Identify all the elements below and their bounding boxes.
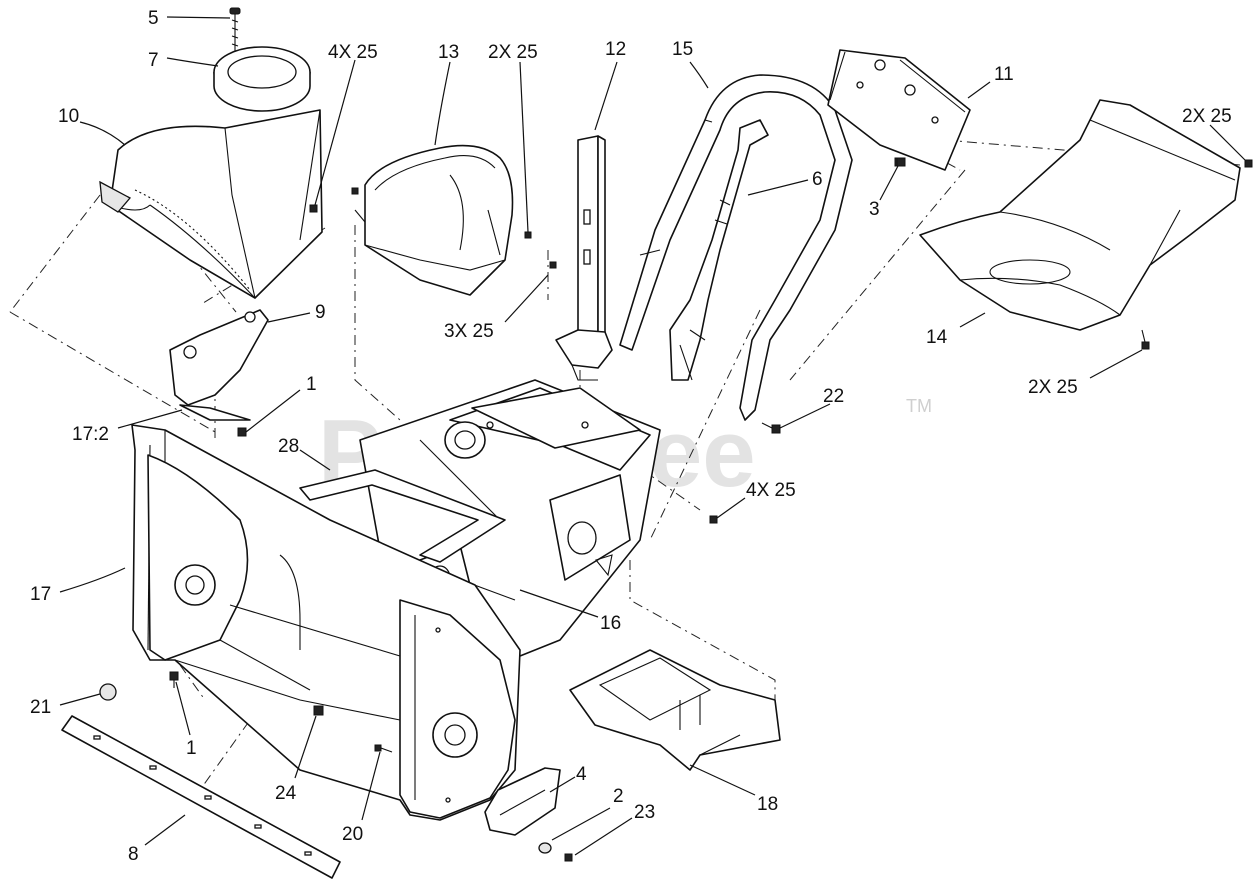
callout-17: 17 <box>30 584 51 605</box>
callout-16: 16 <box>600 613 621 634</box>
part-10-chute <box>99 109 323 299</box>
part-17-housing <box>131 424 521 821</box>
part-6-lever <box>669 119 769 381</box>
callout-14: 14 <box>926 327 948 348</box>
watermark-trademark: TM <box>906 396 932 416</box>
callout-3x25: 3X 25 <box>444 321 494 342</box>
callout-12: 12 <box>605 39 626 60</box>
callout-4x25-top: 4X 25 <box>328 42 378 63</box>
hardware-fasteners <box>99 157 1253 862</box>
callout-22: 22 <box>823 386 844 407</box>
callout-21: 21 <box>30 697 51 718</box>
part-12-tube <box>555 135 613 381</box>
callout-15: 15 <box>672 39 693 60</box>
part-17-2-gasket <box>179 404 251 421</box>
part-7-ring <box>213 46 311 112</box>
callout-11: 11 <box>994 64 1014 85</box>
callout-1-lower: 1 <box>186 738 197 759</box>
part-4-skid <box>484 767 561 836</box>
callout-2x25-top: 2X 25 <box>488 42 538 63</box>
callout-20: 20 <box>342 824 363 845</box>
callout-4: 4 <box>576 764 587 785</box>
part-28-strap <box>299 469 506 563</box>
callout-labels: 5 7 4X 25 13 2X 25 12 15 11 10 6 2X 25 3… <box>30 8 1232 865</box>
callout-23: 23 <box>634 802 655 823</box>
callout-7: 7 <box>148 50 159 71</box>
callout-28: 28 <box>278 436 299 457</box>
callout-5: 5 <box>148 8 159 29</box>
callout-3: 3 <box>869 199 880 220</box>
callout-17-2: 17:2 <box>72 424 109 445</box>
callout-2x25-right: 2X 25 <box>1182 106 1232 127</box>
callout-18: 18 <box>757 794 778 815</box>
leader-lines <box>59 16 1246 856</box>
part-8-scraper-bar <box>61 715 341 879</box>
callout-4x25-lower: 4X 25 <box>746 480 796 501</box>
part-13-belt-cover <box>354 144 514 296</box>
callout-10: 10 <box>58 106 79 127</box>
callout-2x25-lower: 2X 25 <box>1028 377 1078 398</box>
callout-13: 13 <box>438 42 459 63</box>
part-14-shield <box>919 99 1241 331</box>
callout-2: 2 <box>613 786 624 807</box>
callout-24: 24 <box>275 783 297 804</box>
part-15-handle <box>619 74 853 421</box>
callout-9: 9 <box>315 302 326 323</box>
part-9-gusset <box>169 309 269 406</box>
callout-8: 8 <box>128 844 139 865</box>
part-18-skid-bracket <box>569 649 781 771</box>
callout-6: 6 <box>812 169 823 190</box>
callout-1-upper: 1 <box>306 374 317 395</box>
